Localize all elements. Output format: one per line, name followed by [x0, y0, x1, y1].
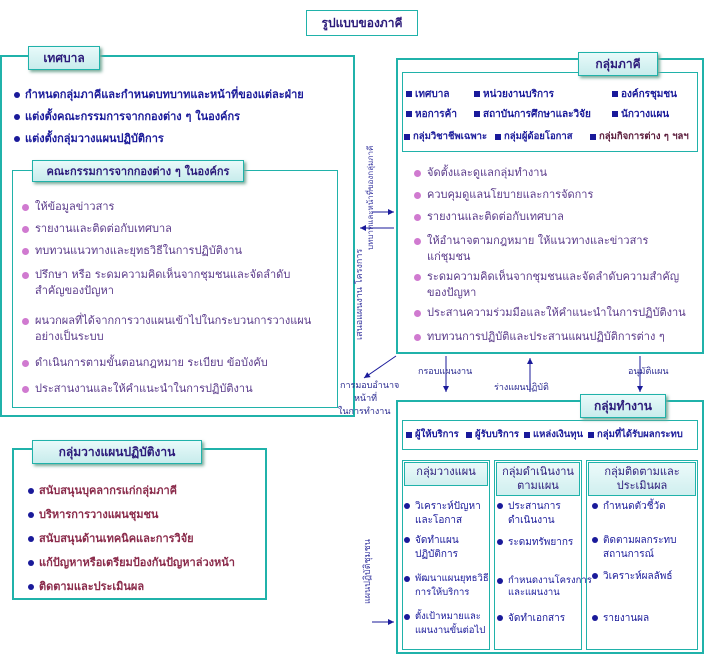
- label-propose-plan: เสนอแผนงาน โครงการ: [355, 248, 365, 340]
- planning-task-cont: และโอกาส: [415, 515, 463, 526]
- workgroup-member: ผู้รับบริการ: [466, 428, 519, 442]
- municipality-item: แต่งตั้งกลุ่มวางแผนปฏิบัติการ: [14, 132, 164, 146]
- committee-item: รายงานและติดต่อกับเทศบาล: [22, 222, 172, 236]
- monitoring-column-title: กลุ่มติดตามและประเมินผล: [588, 462, 696, 496]
- partner-member: กลุ่มวิชาชีพเฉพาะ: [404, 130, 487, 144]
- planning-item: บริหารการวางแผนชุมชน: [28, 508, 158, 522]
- partner-item: ประสานความร่วมมือและให้คำแนะนำในการปฏิบั…: [414, 306, 686, 320]
- committee-item: ประสานงานและให้คำแนะนำในการปฏิบัติงาน: [22, 382, 253, 396]
- committee-item: ทบทวนแนวทางและยุทธวิธีในการปฏิบัติงาน: [22, 244, 242, 258]
- committee-item: ดำเนินการตามขั้นตอนกฎหมาย ระเบียบ ข้อบัง…: [22, 356, 268, 370]
- monitoring-task-cont: สถานการณ์: [603, 549, 654, 560]
- planning-task: พัฒนาแผนยุทธวิธี: [404, 572, 489, 586]
- monitoring-task: รายงานผล: [592, 612, 649, 626]
- monitoring-task: กำหนดตัวชี้วัด: [592, 500, 666, 514]
- partner-member: องค์กรชุมชน: [612, 88, 677, 102]
- partner-item: ให้อำนาจตามกฎหมาย ให้แนวทางและข่าวสาร: [414, 234, 648, 248]
- diagram-title-box: รูปแบบของภาคี: [306, 10, 418, 36]
- label-draft-plan: ร่างแผนปฏิบัติ: [494, 383, 549, 393]
- workgroup-member: แหล่งเงินทุน: [524, 428, 583, 442]
- implementation-task-cont: และแผนงาน: [508, 587, 560, 598]
- label-authority-3: ในการทำงาน: [338, 407, 391, 417]
- label-framework: กรอบแผนงาน: [418, 367, 473, 377]
- workgroup-member: ผู้ให้บริการ: [406, 428, 459, 442]
- partner-member: หน่วยงานบริการ: [474, 88, 554, 102]
- municipality-item: แต่งตั้งคณะกรรมการจากกองต่าง ๆ ในองค์กร: [14, 110, 240, 124]
- implementation-column-title: กลุ่มดำเนินงานตามแผน: [496, 462, 580, 496]
- committee-header: คณะกรรมการจากกองต่าง ๆ ในองค์กร: [32, 160, 244, 182]
- municipality-item: กำหนดกลุ่มภาคีและกำหนดบทบาทและหน้าที่ของ…: [14, 88, 304, 102]
- implementation-task: ประสานการ: [497, 500, 561, 514]
- workgroup-member: กลุ่มที่ได้รับผลกระทบ: [588, 428, 683, 442]
- planning-task-cont: การให้บริการ: [415, 587, 470, 598]
- committee-item: ปรึกษา หรือ ระดมความคิดเห็นจากชุมชนและจั…: [22, 268, 290, 282]
- committee-item: ให้ข้อมูลข่าวสาร: [22, 200, 114, 214]
- planning-group-frame: [12, 448, 267, 600]
- planning-task: วิเคราะห์ปัญหา: [404, 500, 481, 514]
- workgroup-header: กลุ่มทำงาน: [580, 394, 666, 418]
- implementation-task: จัดทำเอกสาร: [497, 612, 565, 626]
- label-authority-2: หน้าที่: [354, 394, 378, 404]
- partner-member: สถาบันการศึกษาและวิจัย: [474, 108, 591, 122]
- partner-item: ระดมความคิดเห็นจากชุมชนและจัดลำดับความสำ…: [414, 270, 679, 284]
- committee-item-cont: อย่างเป็นระบบ: [35, 330, 104, 343]
- partner-member: หอการค้า: [406, 108, 457, 122]
- monitoring-task: ติดตามผลกระทบ: [592, 534, 676, 548]
- arrow-authority: [363, 355, 397, 379]
- partner-member: นักวางแผน: [612, 108, 669, 122]
- implementation-task: ระดมทรัพยากร: [497, 536, 573, 550]
- planning-task: ตั้งเป้าหมายและ: [404, 610, 481, 624]
- planning-task-cont: ปฏิบัติการ: [415, 549, 458, 560]
- partner-member: กลุ่มกิจการต่าง ๆ ฯลฯ: [590, 130, 689, 144]
- planning-task-cont: แผนงานขั้นต่อไป: [415, 625, 486, 636]
- label-approve-plan: อนุมัติแผน: [628, 367, 669, 377]
- committee-item: ผนวกผลที่ได้จากการวางแผนเข้าไปในกระบวนกา…: [22, 314, 311, 328]
- partner-item: รายงานและติดต่อกับเทศบาล: [414, 210, 564, 224]
- diagram-title: รูปแบบของภาคี: [321, 15, 403, 30]
- planning-item: สนับสนุนบุคลากรแก่กลุ่มภาคี: [28, 484, 177, 498]
- planning-task: จัดทำแผน: [404, 534, 459, 548]
- label-authority-1: การมอบอำนาจ: [340, 381, 400, 391]
- partner-item: ควบคุมดูแลนโยบายและการจัดการ: [414, 188, 593, 202]
- implementation-task-cont: ดำเนินงาน: [508, 515, 555, 526]
- municipality-header: เทศบาล: [28, 46, 100, 70]
- partner-item: จัดตั้งและดูแลกลุ่มทำงาน: [414, 166, 547, 180]
- planning-item: สนับสนุนด้านเทคนิคและการวิจัย: [28, 532, 194, 546]
- planning-item: แก้ปัญหาหรือเตรียมป้องกันปัญหาล่วงหน้า: [28, 556, 235, 570]
- partner-member: เทศบาล: [406, 88, 449, 102]
- partner-item: ทบทวนการปฏิบัติและประสานแผนปฏิบัติการต่า…: [414, 330, 665, 344]
- implementation-task: กำหนดงานโครงการ: [497, 574, 592, 588]
- partner-member: กลุ่มผู้ด้อยโอกาส: [495, 130, 573, 144]
- label-community-plan: แผนปฏิบัติชุมชน: [363, 539, 373, 604]
- partners-header: กลุ่มภาคี: [578, 52, 658, 76]
- planning-item: ติดตามและประเมินผล: [28, 580, 144, 594]
- partner-item-cont: ของปัญหา: [427, 286, 477, 299]
- partner-item-cont: แก่ชุมชน: [427, 250, 471, 263]
- committee-item-cont: สำคัญของปัญหา: [35, 284, 114, 297]
- planning-column-title: กลุ่มวางแผน: [404, 462, 488, 486]
- monitoring-task: วิเคราะห์ผลลัพธ์: [592, 570, 672, 584]
- planning-group-header: กลุ่มวางแผนปฏิบัติงาน: [32, 440, 202, 464]
- label-partner-roles: บทบาทและหน้าที่ของกลุ่มภาคี: [366, 145, 375, 250]
